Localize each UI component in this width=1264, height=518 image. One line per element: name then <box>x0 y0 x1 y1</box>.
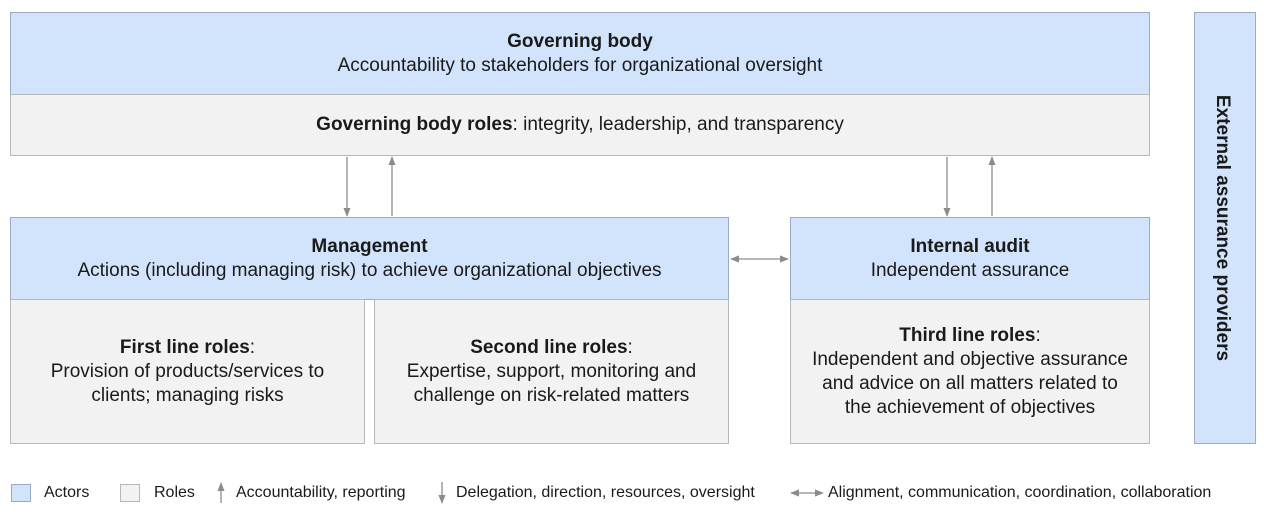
governing-body-title: Governing body <box>507 30 653 52</box>
internal-audit-box: Internal audit Independent assurance <box>790 217 1150 300</box>
second-line-roles-label: Second line roles <box>470 336 628 358</box>
legend-delegation-label: Delegation, direction, resources, oversi… <box>456 484 755 501</box>
governing-body-box: Governing body Accountability to stakeho… <box>10 12 1150 95</box>
governing-body-roles-label: Governing body roles <box>316 114 513 135</box>
management-title: Management <box>311 235 428 257</box>
internal-audit-title: Internal audit <box>910 235 1030 257</box>
legend-roles-label: Roles <box>154 484 195 501</box>
second-line-roles-line: Expertise, support, monitoring and <box>406 360 697 382</box>
legend-actors-label: Actors <box>44 484 90 501</box>
management-subtitle: Actions (including managing risk) to ach… <box>77 259 662 281</box>
third-line-roles-heading: Third line roles: <box>899 324 1040 348</box>
governing-body-subtitle: Accountability to stakeholders for organ… <box>337 54 823 76</box>
first-line-roles-heading: First line roles: <box>120 336 255 360</box>
third-line-roles-line: and advice on all matters related to <box>822 372 1118 394</box>
second-line-roles-heading: Second line roles: <box>470 336 633 360</box>
third-line-roles-colon: : <box>1035 324 1041 346</box>
governing-body-roles-text: Governing body roles: integrity, leaders… <box>316 113 844 137</box>
legend-alignment-label: Alignment, communication, coordination, … <box>828 484 1212 501</box>
second-line-roles-box: Second line roles: Expertise, support, m… <box>374 299 729 444</box>
first-line-roles-line: Provision of products/services to <box>50 360 325 382</box>
internal-audit-subtitle: Independent assurance <box>870 259 1070 281</box>
second-line-roles-colon: : <box>627 336 633 358</box>
first-line-roles-line: clients; managing risks <box>91 384 284 406</box>
third-line-roles-box: Third line roles: Independent and object… <box>790 299 1150 444</box>
governing-body-roles-desc: : integrity, leadership, and transparenc… <box>512 114 844 135</box>
third-line-roles-line: Independent and objective assurance <box>812 348 1128 370</box>
second-line-roles-line: challenge on risk-related matters <box>413 384 690 406</box>
management-box: Management Actions (including managing r… <box>10 217 729 300</box>
governing-body-roles-box: Governing body roles: integrity, leaders… <box>10 94 1150 156</box>
legend-accountability-label: Accountability, reporting <box>236 484 406 501</box>
third-line-roles-line: the achievement of objectives <box>844 396 1096 418</box>
legend-roles-swatch <box>120 484 140 502</box>
first-line-roles-label: First line roles <box>119 336 250 358</box>
legend-actors-swatch <box>11 484 31 502</box>
first-line-roles-box: First line roles: Provision of products/… <box>10 299 365 444</box>
external-assurance-box <box>1194 12 1256 444</box>
first-line-roles-colon: : <box>249 336 256 358</box>
third-line-roles-label: Third line roles <box>899 324 1036 346</box>
